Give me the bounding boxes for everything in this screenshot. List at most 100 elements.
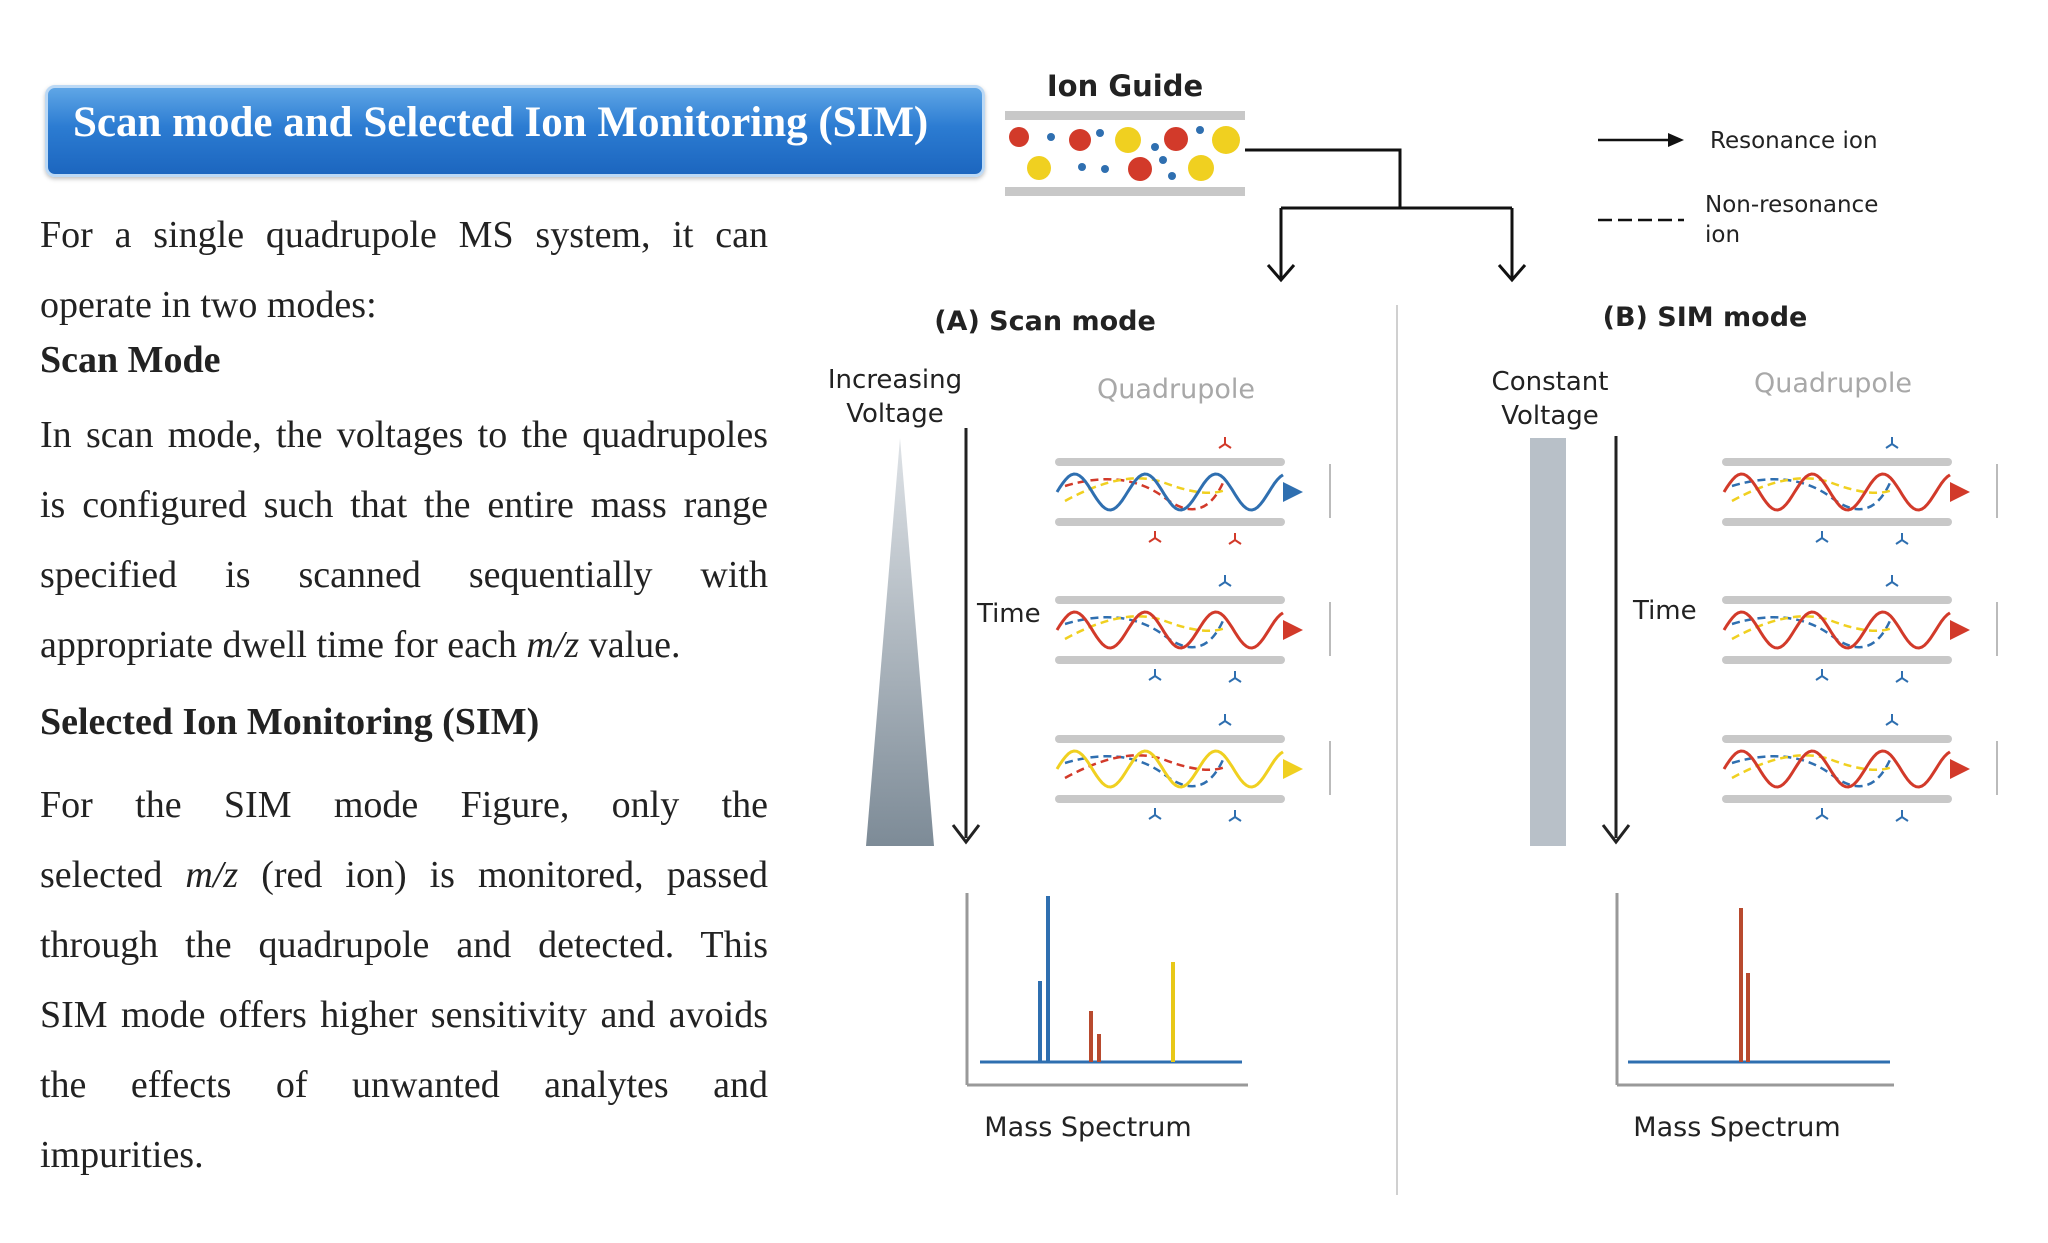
quadrupole-rod-bottom xyxy=(1722,656,1952,664)
quadrupole-unit xyxy=(1722,575,1998,683)
quadrupole-unit xyxy=(1722,437,1998,545)
sim-line-2-pre: selected xyxy=(40,854,186,896)
ejected-ion-mark xyxy=(1148,808,1162,820)
quadrupole-rod-top xyxy=(1055,596,1285,604)
ejected-ion-mark xyxy=(1228,533,1242,545)
panel-scan-mode: (A) Scan mode Increasing Voltage Quadrup… xyxy=(828,306,1331,1143)
intro-line-1: For a single quadrupole MS system, it ca… xyxy=(40,214,768,256)
scan-line-4-pre: appropriate dwell time for each xyxy=(40,624,527,666)
scan-mode-heading: Scan Mode xyxy=(40,339,221,381)
non-resonance-trace xyxy=(1731,615,1893,641)
panel-b-title: (B) SIM mode xyxy=(1603,302,1808,333)
panel-a-spectrum: Mass Spectrum xyxy=(965,893,1248,1143)
intro-paragraph: For a single quadrupole MS system, it ca… xyxy=(40,200,768,340)
panel-b-quadrupole-label: Quadrupole xyxy=(1754,368,1912,399)
quadrupole-rod-top xyxy=(1722,735,1952,743)
quadrupole-rod-bottom xyxy=(1055,795,1285,803)
sim-line-1: For the SIM mode Figure, only the xyxy=(40,784,768,826)
non-resonance-trace xyxy=(1064,754,1226,780)
legend-resonance-label: Resonance ion xyxy=(1710,128,1878,154)
panel-b-time-arrowhead xyxy=(1601,824,1631,845)
resonance-trace xyxy=(1722,472,1951,512)
resonance-arrow-icon xyxy=(1283,482,1303,502)
ejected-ion-mark xyxy=(1218,714,1232,726)
non-resonance-trace xyxy=(1064,754,1227,788)
ejected-ion-mark xyxy=(1148,669,1162,681)
ejected-ion-mark xyxy=(1895,671,1909,683)
panel-b-time-label: Time xyxy=(1632,596,1697,626)
quadrupole-unit xyxy=(1055,575,1331,683)
legend: Resonance ion Non-resonance ion xyxy=(1598,128,1878,248)
non-resonance-trace xyxy=(1731,615,1894,649)
non-resonance-trace xyxy=(1064,477,1226,503)
ejected-ion-mark xyxy=(1228,810,1242,822)
panel-a-title: (A) Scan mode xyxy=(934,306,1156,337)
quadrupole-rod-bottom xyxy=(1055,656,1285,664)
resonance-arrow-icon xyxy=(1950,759,1970,779)
quadrupole-rod-bottom xyxy=(1722,518,1952,526)
scan-line-4: appropriate dwell time for each m/z valu… xyxy=(40,610,768,680)
scan-line-2: is configured such that the entire mass … xyxy=(40,484,768,526)
resonance-trace xyxy=(1055,472,1284,512)
sim-line-2: selected m/z (red ion) is monitored, pas… xyxy=(40,840,768,910)
ejected-ion-mark xyxy=(1815,531,1829,543)
non-resonance-trace xyxy=(1064,477,1227,511)
scan-line-1: In scan mode, the voltages to the quadru… xyxy=(40,414,768,456)
ejected-ion-mark xyxy=(1885,437,1899,449)
panel-b-voltage-line-2: Voltage xyxy=(1501,401,1599,431)
sim-paragraph: For the SIM mode Figure, only the select… xyxy=(40,770,768,1190)
scan-line-4-post: value. xyxy=(579,624,681,666)
sim-line-5: the effects of unwanted analytes and xyxy=(40,1064,768,1106)
resonance-arrow-icon xyxy=(1283,620,1303,640)
non-resonance-trace xyxy=(1731,754,1893,780)
panel-b-spectrum-label: Mass Spectrum xyxy=(1633,1112,1840,1143)
non-resonance-trace xyxy=(1731,754,1894,788)
resonance-arrow-icon xyxy=(1950,620,1970,640)
sim-line-3: through the quadrupole and detected. Thi… xyxy=(40,924,768,966)
ejected-ion-mark xyxy=(1895,810,1909,822)
quadrupole-rod-bottom xyxy=(1722,795,1952,803)
ion-guide xyxy=(1005,111,1245,196)
resonance-trace xyxy=(1055,749,1284,789)
ejected-ion-mark xyxy=(1885,714,1899,726)
ion-guide-rod-bottom xyxy=(1005,187,1245,196)
quadrupole-rod-top xyxy=(1055,458,1285,466)
panel-b-quadrupoles xyxy=(1722,437,1998,822)
ejected-ion-mark xyxy=(1885,575,1899,587)
panel-a-voltage-line-1: Increasing xyxy=(828,365,962,395)
panel-b-voltage-line-1: Constant xyxy=(1492,367,1609,397)
legend-nonresonance-label-2: ion xyxy=(1705,222,1740,248)
panel-b-spectrum: Mass Spectrum xyxy=(1615,893,1894,1143)
sim-line-2-mz: m/z xyxy=(185,854,239,896)
resonance-arrow-icon xyxy=(1283,759,1303,779)
resonance-trace xyxy=(1055,610,1284,650)
resonance-trace xyxy=(1722,610,1951,650)
ejected-ion-mark xyxy=(1815,808,1829,820)
panel-sim-mode: (B) SIM mode Constant Voltage Quadrupole… xyxy=(1492,302,1998,1143)
quadrupole-unit xyxy=(1055,437,1331,545)
intro-line-2: operate in two modes: xyxy=(40,284,377,326)
ejected-ion-mark xyxy=(1218,437,1232,449)
non-resonance-trace xyxy=(1064,615,1227,649)
ion-guide-rod-top xyxy=(1005,111,1245,120)
ejected-ion-mark xyxy=(1815,669,1829,681)
quadrupole-rod-top xyxy=(1055,735,1285,743)
sim-line-6: impurities. xyxy=(40,1134,204,1176)
ion-cloud xyxy=(1009,126,1240,181)
scan-line-3: specified is scanned sequentially with xyxy=(40,554,768,596)
scan-line-4-mz: m/z xyxy=(526,624,580,666)
sim-line-4: SIM mode offers higher sensitivity and a… xyxy=(40,994,768,1036)
title-banner: Scan mode and Selected Ion Monitoring (S… xyxy=(45,85,985,177)
non-resonance-trace xyxy=(1731,477,1894,511)
legend-nonresonance-label-1: Non-resonance xyxy=(1705,192,1878,218)
quadrupole-rod-bottom xyxy=(1055,518,1285,526)
panel-a-voltage-line-2: Voltage xyxy=(846,399,944,429)
increasing-voltage-triangle xyxy=(866,438,934,846)
quadrupole-rod-top xyxy=(1722,458,1952,466)
scan-mode-paragraph: In scan mode, the voltages to the quadru… xyxy=(40,400,768,680)
constant-voltage-bar xyxy=(1530,438,1566,846)
sim-heading-block: Selected Ion Monitoring (SIM) xyxy=(40,700,768,744)
ion-guide-label: Ion Guide xyxy=(1047,69,1203,103)
non-resonance-trace xyxy=(1064,615,1226,641)
